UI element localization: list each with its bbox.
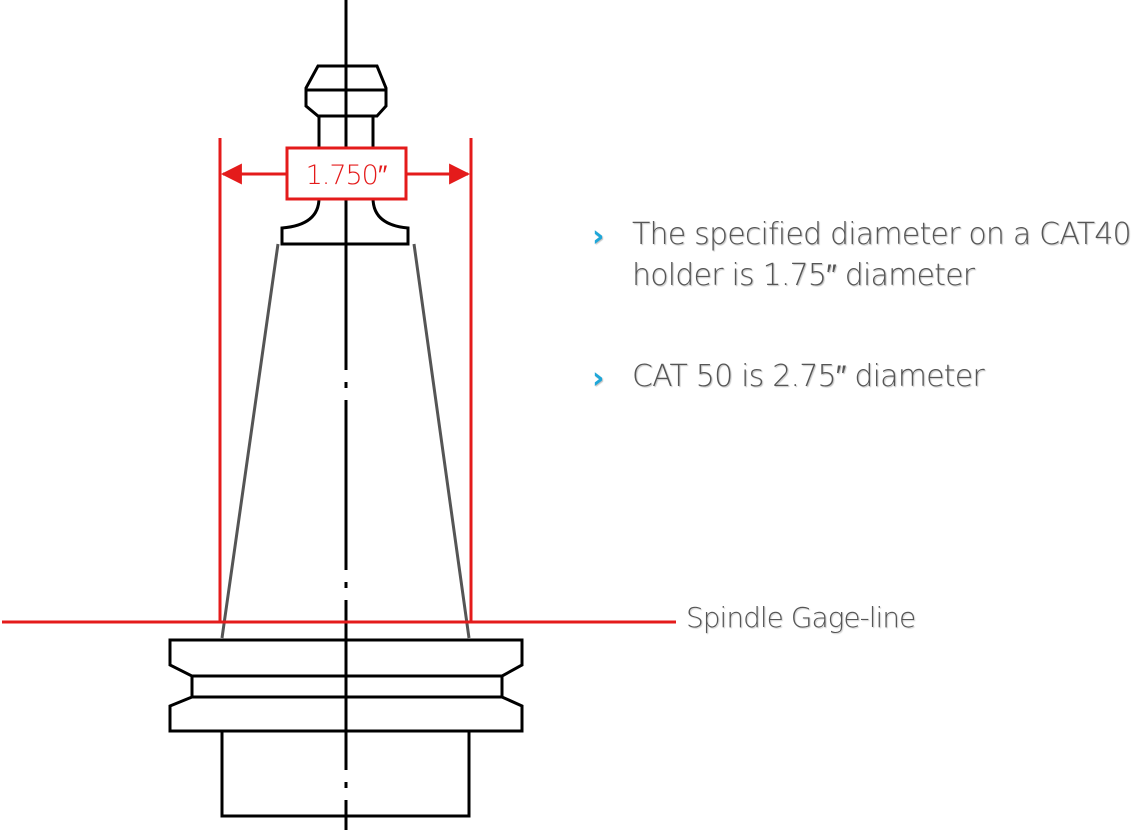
- bullet-item: › The specified diameter on a CAT40 hold…: [592, 214, 1132, 296]
- bullet-item: › CAT 50 is 2.75″ diameter: [592, 356, 1132, 397]
- bullet-list: › The specified diameter on a CAT40 hold…: [592, 214, 1132, 397]
- retention-knob-head: [304, 64, 388, 118]
- chevron-right-icon: ›: [592, 219, 604, 254]
- dimension-label-box: [285, 146, 408, 201]
- dimension-label: 1.750″: [306, 160, 388, 191]
- gage-line-label: Spindle Gage-line: [686, 601, 916, 634]
- bullet-text: The specified diameter on a CAT40 holder…: [632, 217, 1132, 293]
- bullet-text: CAT 50 is 2.75″ diameter: [632, 359, 985, 394]
- taper-body: [220, 243, 471, 639]
- chevron-right-icon: ›: [592, 361, 604, 396]
